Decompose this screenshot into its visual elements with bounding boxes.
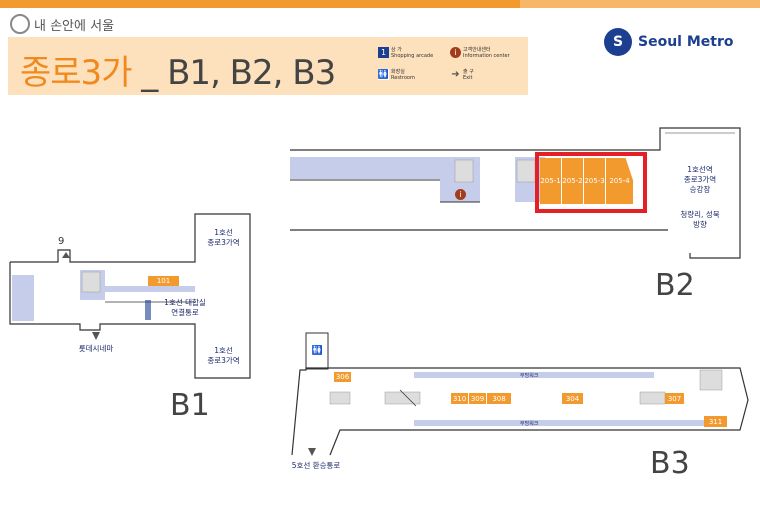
shop-307[interactable]: 307: [665, 393, 685, 404]
lotte-cinema-label[interactable]: 롯데시네마: [78, 344, 114, 353]
exit-9-label[interactable]: 9: [58, 236, 65, 247]
seoul-metro-logo: S Seoul Metro: [604, 28, 733, 56]
shop-205-2[interactable]: 205-2: [562, 158, 584, 204]
seoul-city-text: 내 손안에 서울: [34, 18, 115, 34]
b2-platform-line: 1호선역: [687, 165, 713, 174]
top-accent-bar-light: [520, 0, 760, 8]
b1-transfer-hall-name: 1호선 대합실: [164, 298, 206, 307]
highlight-box: [535, 152, 647, 213]
b1-line1-bottom-label: 1호선 종로3가역: [196, 346, 251, 366]
legend-info-en: Information center: [463, 53, 510, 59]
shop-306[interactable]: 306: [334, 372, 352, 382]
legend-shopping-en: Shopping arcade: [391, 53, 434, 59]
b2-direction-dest: 청량리, 성북: [680, 210, 720, 219]
top-accent-bar: [0, 0, 760, 8]
title-separator: _: [141, 53, 158, 93]
station-name: 종로3가: [20, 53, 132, 93]
b2-platform-station: 종로3가역: [683, 175, 717, 184]
b1-transfer-hall-label: 1호선 대합실 연결통로: [150, 298, 220, 318]
moving-walk-bottom: 무빙워크: [520, 421, 539, 427]
b1-level-label: B1: [170, 388, 210, 423]
shop-311[interactable]: 311: [704, 416, 728, 427]
information-center-icon: i: [450, 47, 461, 58]
legend-restroom-en: Restroom: [391, 75, 415, 81]
legend-restroom-ko: 화장실: [391, 69, 405, 75]
shop-310[interactable]: 310: [451, 393, 469, 404]
seoul-metro-text: Seoul Metro: [638, 34, 734, 50]
b3-restroom-icon[interactable]: 🚻: [311, 345, 324, 356]
seoul-logo-icon: [10, 14, 30, 34]
line5-transfer-label[interactable]: 5호선 환승통로: [291, 461, 341, 470]
b1-line1-top-station: 종로3가역: [207, 238, 240, 247]
b2-information-center-icon[interactable]: i: [455, 189, 466, 200]
shop-205-1[interactable]: 205-1: [540, 158, 562, 204]
seoul-city-logo: 내 손안에 서울: [10, 14, 114, 34]
shop-205-3[interactable]: 205-3: [584, 158, 606, 204]
moving-walk-top: 무빙워크: [520, 373, 539, 379]
level-list: B1, B2, B3: [167, 53, 336, 93]
b1-line1-top-label: 1호선 종로3가역: [196, 228, 251, 248]
b1-transfer-hall-passage: 연결통로: [171, 308, 199, 317]
legend-exit-en: Exit: [463, 75, 473, 81]
b1-line1-top-line: 1호선: [214, 228, 233, 237]
b2-level-label: B2: [655, 268, 695, 303]
legend-shopping-ko: 상 가: [391, 47, 402, 53]
page-title: 종로3가 _ B1, B2, B3: [20, 45, 336, 94]
b2-direction-label: 청량리, 성북 방향: [668, 210, 732, 230]
b1-line1-bottom-line: 1호선: [214, 346, 233, 355]
b3-level-label: B3: [650, 446, 690, 481]
b1-line1-bottom-station: 종로3가역: [207, 356, 240, 365]
seoul-metro-icon: S: [604, 28, 632, 56]
b2-direction-word: 방향: [693, 220, 707, 229]
b2-platform-name: 승강장: [689, 185, 711, 194]
legend-exit-ko: 출 구: [463, 69, 474, 75]
shop-309[interactable]: 309: [469, 393, 487, 404]
shop-101[interactable]: 101: [148, 276, 180, 286]
shop-308[interactable]: 308: [487, 393, 512, 404]
shopping-arcade-icon: 1: [378, 47, 389, 58]
shop-304[interactable]: 304: [562, 393, 584, 404]
legend-info-ko: 고객안내센터: [463, 47, 491, 53]
b2-platform-label: 1호선역 종로3가역 승강장: [668, 165, 732, 195]
exit-arrow-icon: ➜: [451, 69, 460, 80]
restroom-icon: 🚻: [377, 69, 390, 80]
